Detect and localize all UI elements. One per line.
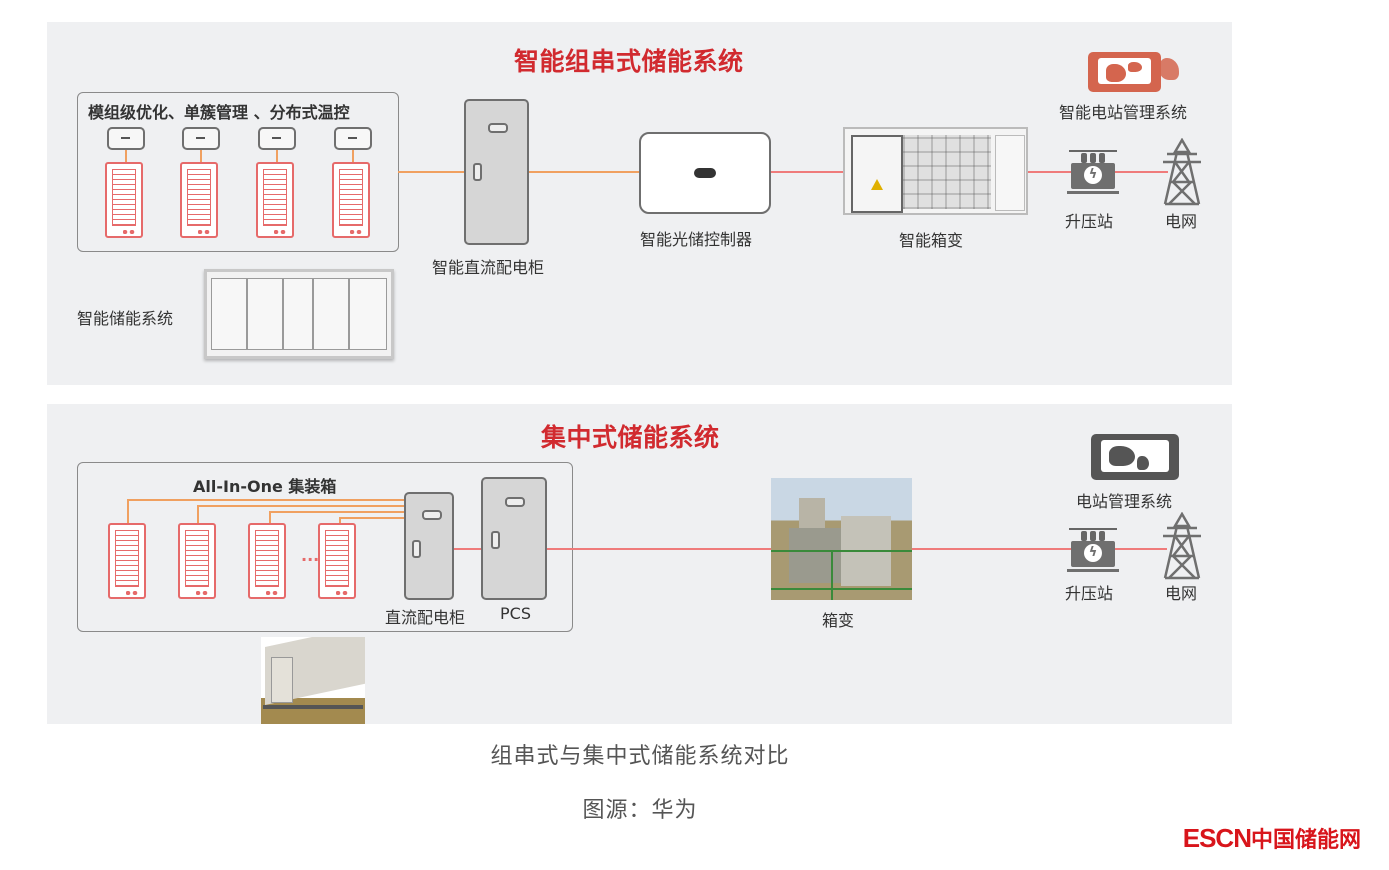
box-transformer-photo [771,478,912,600]
grid-label: 电网 [1165,212,1198,231]
dc-bus-line [269,511,405,513]
transmission-tower-icon [1163,138,1201,206]
step-up-station-label: 升压站 [1065,584,1114,603]
container-photo [261,637,365,724]
all-in-one-container-group: All-In-One 集装箱 [77,462,573,632]
dc-bus-line [197,505,199,523]
storage-system-label: 智能储能系统 [77,309,174,328]
escn-brand-logo: ESCN中国储能网 [1183,822,1361,854]
pv-storage-controller-icon [639,132,771,214]
battery-rack-icon [108,523,146,599]
bms-module-icon [258,127,296,150]
box-transformer-label: 智能箱变 [899,231,964,250]
dc-bus-line [339,517,341,523]
battery-rack-icon [248,523,286,599]
controller-label: 智能光储控制器 [640,230,753,249]
battery-rack-icon [332,162,370,238]
battery-rack-icon [318,523,356,599]
station-management-label: 电站管理系统 [1076,492,1173,511]
brand-latin: ESCN [1182,823,1252,853]
dc-cabinet-label: 智能直流配电柜 [432,258,545,277]
transmission-tower-icon [1163,512,1201,580]
dc-cabinet-label: 直流配电柜 [385,608,466,627]
battery-rack-icon [256,162,294,238]
station-management-screen-icon [1091,434,1179,480]
figure-source: 图源：华为 [582,798,698,823]
step-up-station-label: 升压站 [1065,212,1114,231]
pcs-label: PCS [500,604,531,623]
storage-container-icon [204,269,394,359]
dc-bus-line [127,499,129,523]
central-system-title: 集中式储能系统 [541,423,720,452]
ac-line [547,548,771,550]
more-racks-ellipsis: ··· [301,550,320,569]
bms-module-icon [107,127,145,150]
dc-line [528,171,640,173]
all-in-one-label: All-In-One 集装箱 [193,477,337,496]
dc-bus-line [127,499,405,501]
station-management-screen-icon [1088,52,1161,92]
world-map-icon [1159,58,1179,80]
ac-line [454,548,482,550]
battery-rack-icon [178,523,216,599]
ac-line [911,548,1167,550]
grid-label: 电网 [1165,584,1198,603]
box-transformer-label: 箱变 [822,611,855,630]
figure-caption: 组串式与集中式储能系统对比 [490,744,790,769]
battery-rack-icon [180,162,218,238]
dc-cabinet-icon [404,492,454,600]
dc-line [398,171,466,173]
battery-rack-icon [105,162,143,238]
smart-box-transformer-icon [843,127,1028,215]
brand-chinese: 中国储能网 [1250,828,1361,853]
string-system-panel: 智能组串式储能系统 模组级优化、单簇管理 、分布式温控 智能直流配电柜 智能光储… [47,22,1232,385]
ac-line [771,171,844,173]
central-system-panel: 集中式储能系统 All-In-One 集装箱 ··· 直流配电柜 PCS 箱变 [47,404,1232,724]
dc-cabinet-icon [464,99,529,245]
bms-module-icon [182,127,220,150]
battery-group-label: 模组级优化、单簇管理 、分布式温控 [88,103,350,122]
dc-bus-line [339,517,405,519]
dc-line [352,150,354,162]
dc-bus-line [197,505,405,507]
bms-module-icon [334,127,372,150]
dc-line [200,150,202,162]
station-management-label: 智能电站管理系统 [1059,103,1188,122]
dc-bus-line [269,511,271,523]
string-system-title: 智能组串式储能系统 [514,47,744,76]
pcs-icon [481,477,547,600]
dc-line [276,150,278,162]
step-up-transformer-icon: ϟ [1067,528,1119,572]
dc-line [125,150,127,162]
step-up-transformer-icon: ϟ [1067,150,1119,194]
